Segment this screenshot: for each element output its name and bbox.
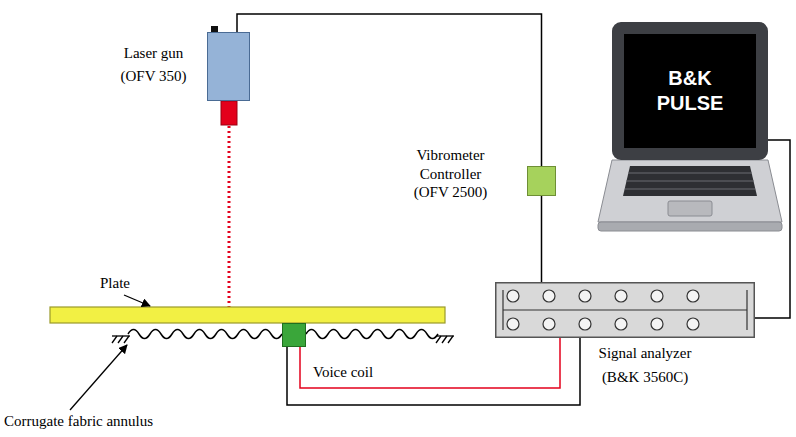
laser-lens — [221, 101, 237, 125]
laptop-base — [598, 160, 782, 222]
input-socket — [687, 318, 699, 330]
node-label: Signal analyzer (B&K 3560C) — [585, 341, 705, 389]
annulus-wave — [306, 330, 438, 339]
input-socket — [507, 290, 519, 302]
signal-wire — [541, 196, 543, 282]
input-socket — [615, 318, 627, 330]
leader-arrow — [70, 345, 127, 410]
laptop-screen: B&K PULSE — [612, 22, 768, 160]
analyzer-divider — [746, 290, 747, 330]
analyzer-panel — [495, 282, 755, 338]
input-socket — [507, 318, 519, 330]
signal-wire — [287, 338, 580, 405]
voice-coil: Voice coil — [282, 323, 306, 347]
node-label: Voice coil — [313, 363, 373, 381]
part-label: Plate — [100, 274, 130, 292]
input-socket — [687, 290, 699, 302]
laptop-keyboard — [623, 166, 757, 196]
node-label: Vibrometer Controller (OFV 2500) — [408, 146, 493, 202]
signal-analyzer: Signal analyzer (B&K 3560C) — [495, 282, 755, 338]
input-socket — [543, 290, 555, 302]
input-socket — [651, 318, 663, 330]
plate-bar — [50, 307, 445, 323]
analyzer-body — [496, 283, 755, 338]
node-label: Laser gun (OFV 350) — [111, 42, 196, 87]
laptop-front — [598, 222, 782, 231]
analyzer-divider — [503, 309, 747, 310]
annulus-wave — [128, 330, 282, 339]
analyzer-divider — [502, 290, 503, 330]
vibrometer-controller: Vibrometer Controller (OFV 2500) — [527, 166, 556, 196]
signal-wire — [300, 338, 560, 388]
leader-arrow — [124, 295, 150, 306]
node-label: B&K PULSE — [645, 66, 735, 116]
input-socket — [579, 290, 591, 302]
ground-symbol — [436, 336, 454, 343]
laser-gun: Laser gun (OFV 350) — [207, 32, 250, 101]
laptop-keys — [625, 173, 755, 189]
signal-wire — [237, 14, 542, 166]
ground-symbol — [112, 336, 130, 343]
input-socket — [543, 318, 555, 330]
part-label: Corrugate fabric annulus — [4, 412, 153, 430]
laser-beam — [228, 126, 231, 307]
input-socket — [615, 290, 627, 302]
signal-wire — [755, 140, 790, 318]
input-socket — [651, 290, 663, 302]
laptop-touchpad — [668, 201, 712, 216]
input-socket — [579, 318, 591, 330]
